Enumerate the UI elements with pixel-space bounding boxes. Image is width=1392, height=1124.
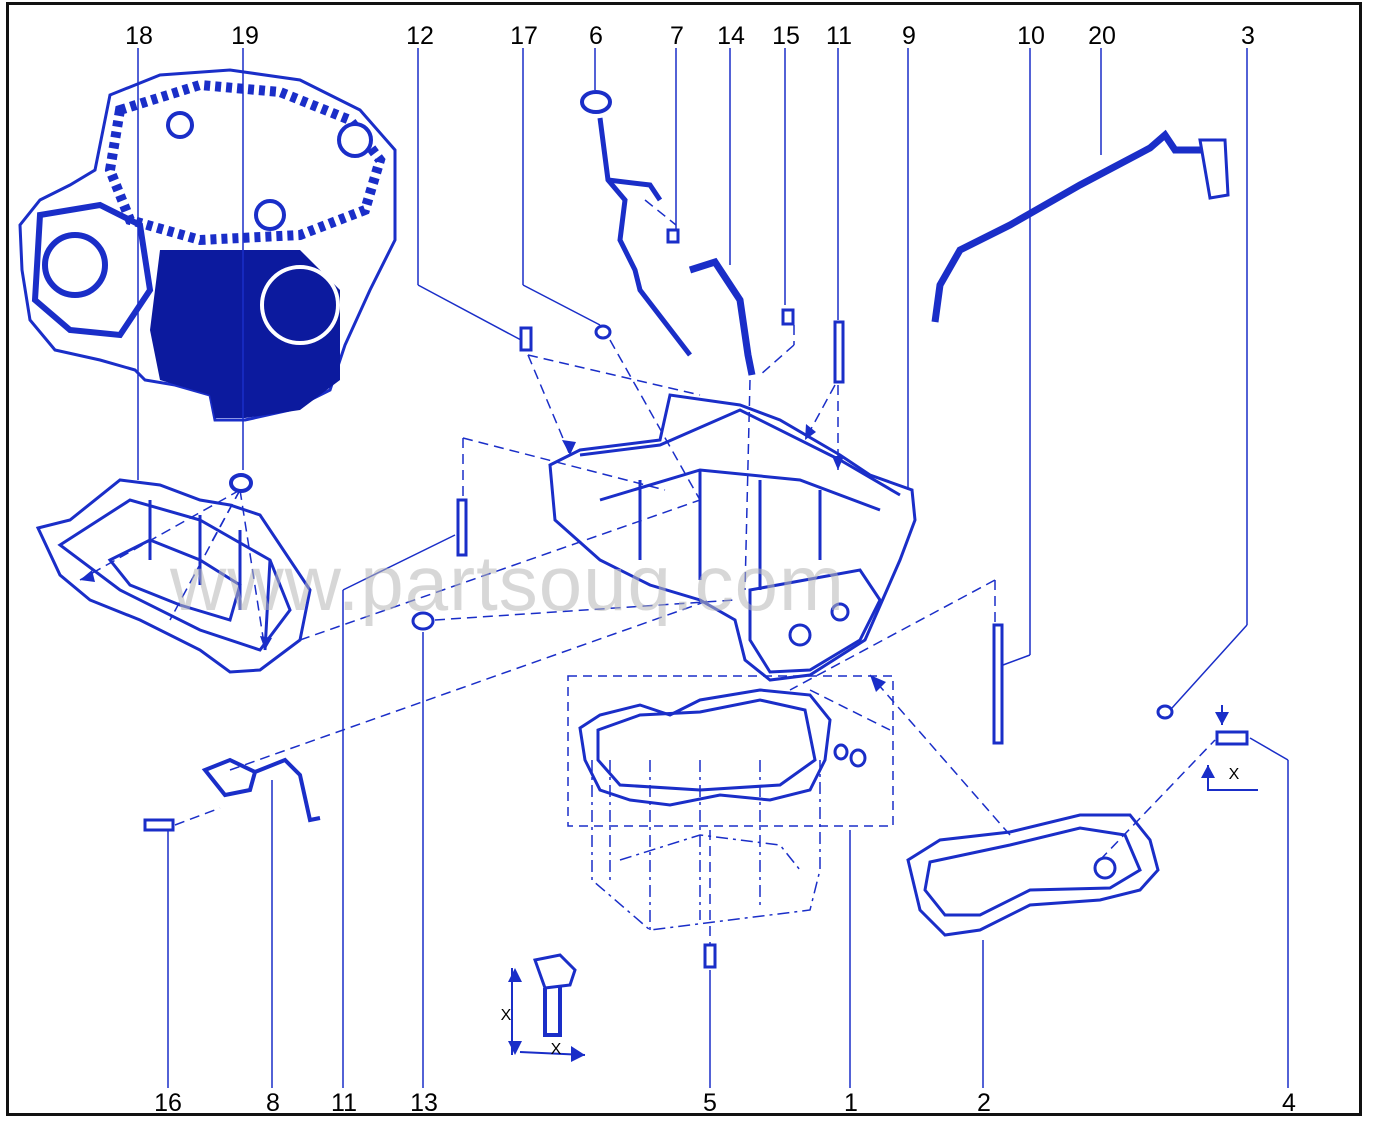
callout-19: 19	[231, 22, 259, 50]
callout-8: 8	[266, 1089, 280, 1117]
watermark: www.partsouq.com	[170, 539, 845, 627]
dimension-x-label: X	[1228, 766, 1240, 783]
callout-11-top: 11	[826, 22, 852, 50]
callout-9: 9	[902, 22, 916, 50]
part-8-pickup	[201, 757, 321, 823]
arrowheads	[80, 424, 1229, 1062]
callout-3: 3	[1241, 22, 1255, 50]
callout-14: 14	[717, 22, 745, 50]
callout-7: 7	[670, 22, 684, 50]
callout-18: 18	[125, 22, 153, 50]
callout-13: 13	[410, 1089, 438, 1117]
part-20-breather-hose	[931, 129, 1205, 323]
leader-lines	[137, 48, 1289, 1088]
part-6-dipstick	[580, 90, 692, 357]
part-14-oil-pipe	[688, 257, 756, 376]
dimension-x-label: X	[500, 1007, 512, 1024]
part-18-lower-frame	[35, 478, 312, 674]
callout-1: 1	[844, 1089, 858, 1117]
part-19-seal	[229, 473, 253, 493]
part-1-oil-pan-baffle	[578, 688, 832, 807]
part-2-oil-pan	[906, 813, 1160, 937]
callout-6: 6	[589, 22, 603, 50]
engine-assembly-illustration	[18, 68, 397, 422]
callout-4: 4	[1282, 1089, 1296, 1117]
callout-17: 17	[510, 22, 538, 50]
torque-bolt-detail	[511, 705, 1258, 1056]
part-9-cylinder-block	[548, 393, 917, 682]
dimension-x-label: X	[550, 1041, 562, 1058]
callout-5: 5	[703, 1089, 717, 1117]
callout-20: 20	[1088, 22, 1116, 50]
callout-16: 16	[154, 1089, 182, 1117]
callout-15: 15	[772, 22, 800, 50]
bolts	[143, 228, 1249, 969]
callout-12: 12	[406, 22, 434, 50]
callout-11-bottom: 11	[331, 1089, 357, 1117]
callout-10: 10	[1017, 22, 1045, 50]
callout-2: 2	[977, 1089, 991, 1117]
